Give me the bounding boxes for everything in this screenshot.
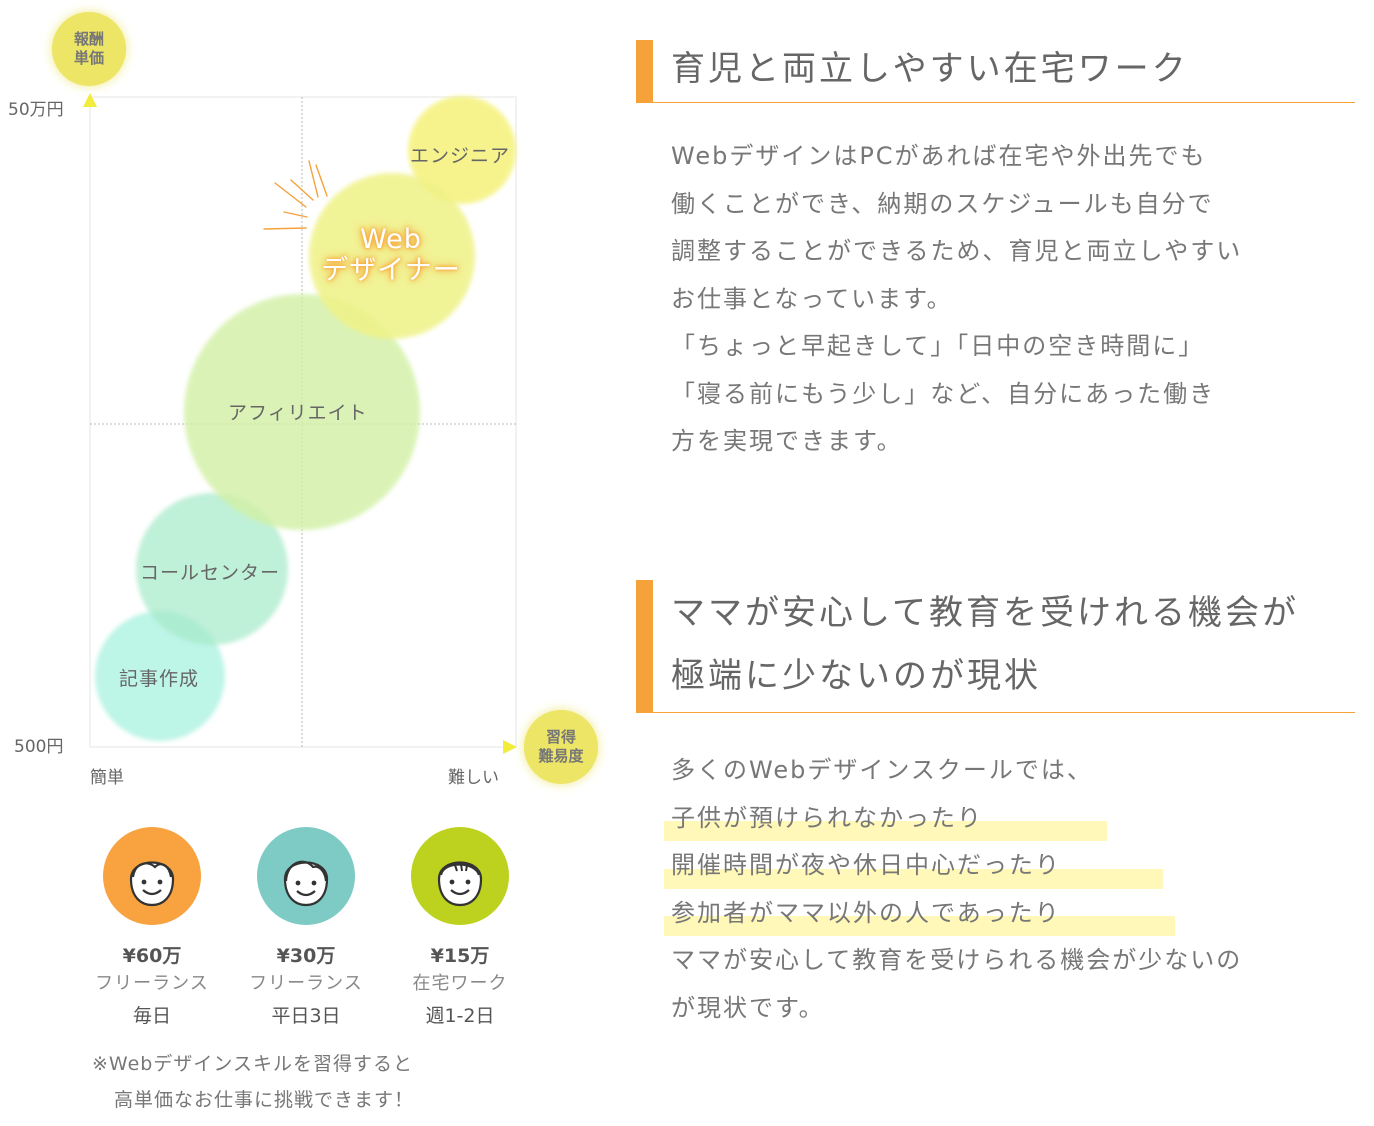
x-axis-badge-text: 習得 難易度: [538, 728, 584, 765]
section-2-line: ママが安心して教育を受けられる機会が少ないの: [671, 946, 1243, 974]
highlight-mark: [664, 916, 1175, 936]
bubble-call-center: [136, 493, 288, 645]
note-line-1: ※Webデザインスキルを習得すると: [92, 1053, 413, 1075]
persona-1-avatar: [103, 827, 201, 925]
note-line-2: 高単価なお仕事に挑戦できます！: [114, 1089, 415, 1111]
persona-3: ¥15万 在宅ワーク 週1-2日: [390, 827, 530, 1033]
section-1-title: 育児と両立しやすい在宅ワーク: [636, 40, 1355, 103]
face-icon: [283, 860, 329, 907]
section-2-line: 開催時間が夜や休日中心だったり: [671, 851, 1061, 879]
persona-2-job: フリーランス: [249, 973, 363, 994]
highlight-mark: [664, 869, 1163, 889]
y-axis-badge: 報酬 単価: [52, 12, 126, 86]
persona-1: ¥60万 フリーランス 毎日: [82, 827, 222, 1033]
difficulty-pay-chart: [83, 93, 517, 754]
bubble-article: [95, 611, 225, 741]
section-2-title: ママが安心して教育を受けれる機会が 極端に少ないのが現状: [636, 580, 1355, 713]
x-axis-badge: 習得 難易度: [524, 710, 598, 784]
section-2-title-text: ママが安心して教育を受けれる機会が 極端に少ないのが現状: [671, 593, 1299, 696]
section-1-line: 方を実現できます。: [671, 427, 903, 455]
bubble-engineer: [408, 96, 516, 204]
x-max-label: 難しい: [448, 768, 499, 788]
bubble-web-designer: [309, 173, 475, 339]
section-2-line: 子供が預けられなかったり: [671, 803, 983, 832]
persona-2-avatar: [257, 827, 355, 925]
section-1-line: お仕事となっています。: [671, 284, 953, 313]
section-2-line: 多くのWebデザインスクールでは、: [671, 756, 1093, 784]
section-2-body: 多くのWebデザインスクールでは、 子供が預けられなかったり 開催時間が夜や休日…: [671, 747, 1242, 1032]
persona-3-job: 在宅ワーク: [412, 973, 508, 994]
y-min-label: 500円: [14, 737, 64, 757]
persona-2: ¥30万 フリーランス 平日3日: [236, 827, 376, 1033]
y-max-label: 50万円: [8, 100, 64, 120]
persona-3-freq: 週1-2日: [425, 1005, 495, 1027]
section-1-line: 働くことができ、納期のスケジュールも自分で: [671, 189, 1214, 218]
persona-3-avatar: [411, 827, 509, 925]
engineer-label: エンジニア: [410, 145, 511, 167]
section-1-line: 調整することができるため、育児と両立しやすい: [671, 237, 1243, 265]
call-center-label: コールセンター: [140, 562, 281, 584]
chart-note: ※Webデザインスキルを習得すると 高単価なお仕事に挑戦できます！: [92, 1046, 414, 1118]
section-2-line: が現状です。: [671, 993, 825, 1022]
highlight-mark: [664, 821, 1107, 841]
section-1-line: WebデザインはPCがあれば在宅や外出先でも: [671, 142, 1207, 170]
face-icon: [129, 861, 175, 907]
y-axis-badge-text: 報酬 単価: [73, 30, 104, 67]
persona-3-amount: ¥15万: [430, 945, 490, 967]
affiliate-label: アフィリエイト: [228, 402, 368, 424]
section-2-line: 参加者がママ以外の人であったり: [671, 898, 1061, 927]
persona-1-job: フリーランス: [95, 973, 209, 994]
web-designer-label: Web デザイナー: [321, 224, 461, 286]
persona-1-freq: 毎日: [132, 1005, 171, 1027]
sparkle-lines: [263, 160, 328, 230]
persona-2-freq: 平日3日: [271, 1005, 341, 1027]
face-icon: [437, 861, 483, 907]
section-1-body: WebデザインはPCがあれば在宅や外出先でも 働くことができ、納期のスケジュール…: [671, 133, 1242, 466]
persona-1-amount: ¥60万: [122, 945, 182, 967]
persona-2-amount: ¥30万: [276, 945, 336, 967]
section-1-title-text: 育児と両立しやすい在宅ワーク: [671, 49, 1189, 89]
y-axis-arrowhead: [83, 93, 97, 107]
x-min-label: 簡単: [90, 768, 124, 788]
x-axis-arrowhead: [503, 740, 517, 754]
section-1-line: 「寝る前にもう少し」など、自分にあった働き: [671, 379, 1216, 408]
bubble-affiliate: [184, 294, 420, 530]
section-1-line: 「ちょっと早起きして」「日中の空き時間に」: [671, 332, 1205, 360]
article-label: 記事作成: [119, 668, 200, 690]
